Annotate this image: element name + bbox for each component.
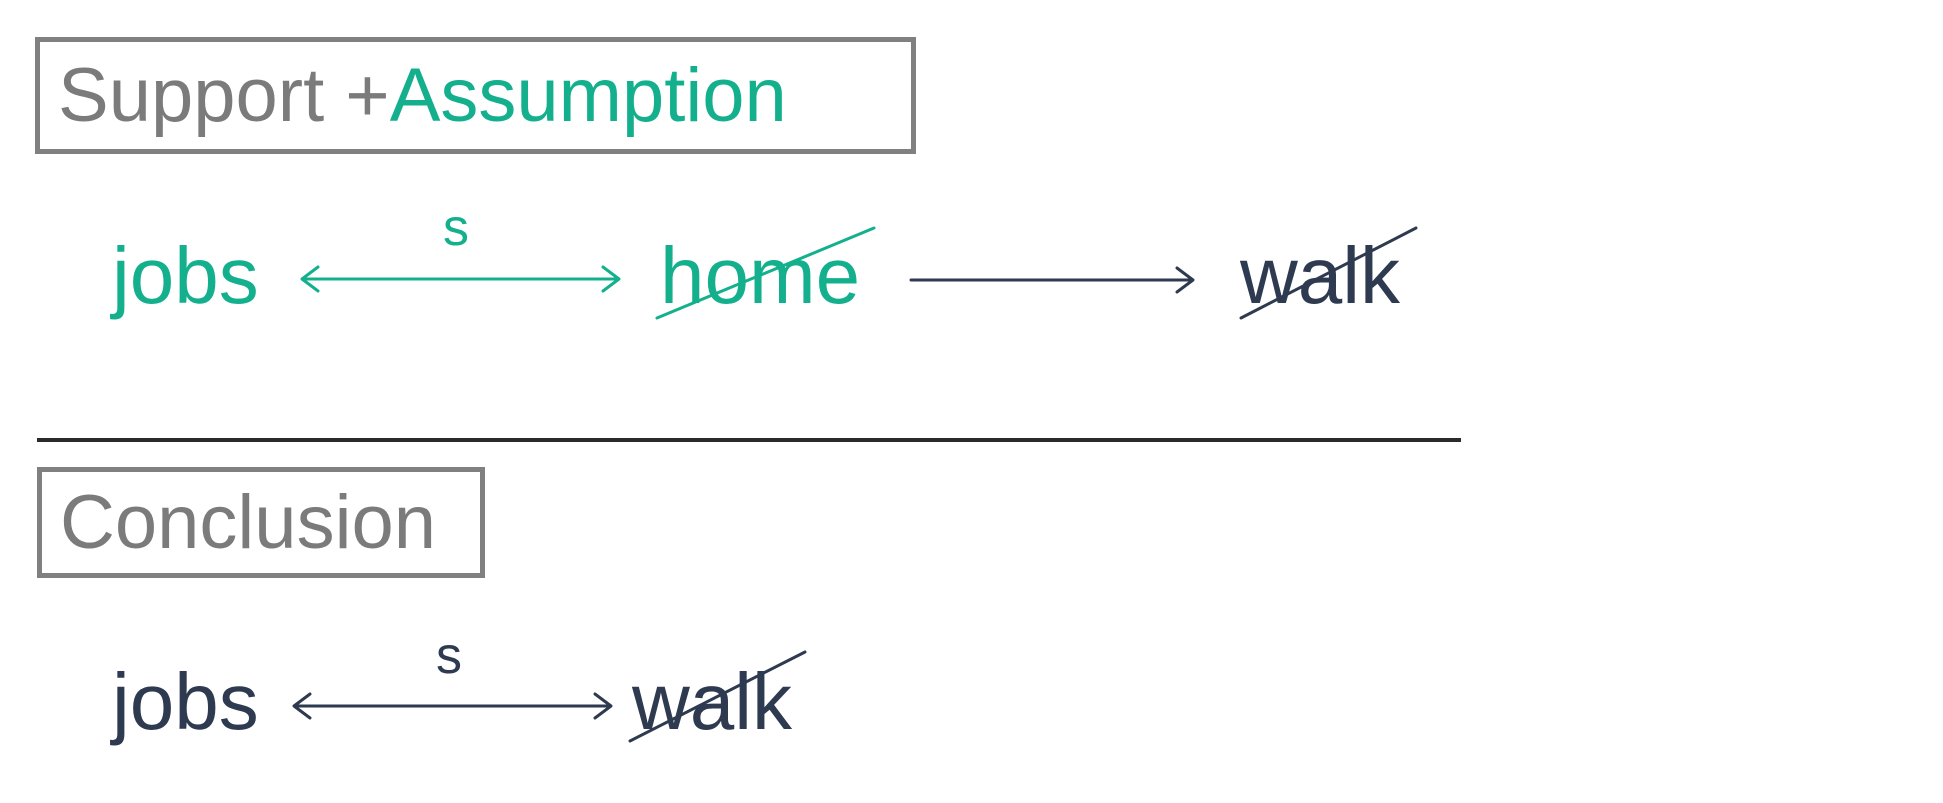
premise-double-arrow	[300, 265, 621, 293]
conclusion-walk-word: walk	[632, 657, 793, 746]
support-assumption-box: Support + Assumption	[35, 37, 916, 154]
premise-link-label-s: s	[443, 199, 469, 257]
premise-single-arrow	[909, 266, 1195, 294]
conclusion-label: Conclusion	[60, 479, 436, 565]
premise-home-word: home	[660, 231, 861, 320]
conclusion-link-label-s: s	[436, 627, 462, 685]
conclusion-box: Conclusion	[37, 467, 485, 578]
premise-jobs-word: jobs	[112, 231, 259, 320]
conclusion-double-arrow	[292, 692, 613, 720]
conclusion-jobs-word: jobs	[112, 657, 259, 746]
premise-walk-word: walk	[1240, 231, 1401, 320]
assumption-label: Assumption	[389, 52, 787, 138]
support-label: Support +	[58, 52, 390, 138]
